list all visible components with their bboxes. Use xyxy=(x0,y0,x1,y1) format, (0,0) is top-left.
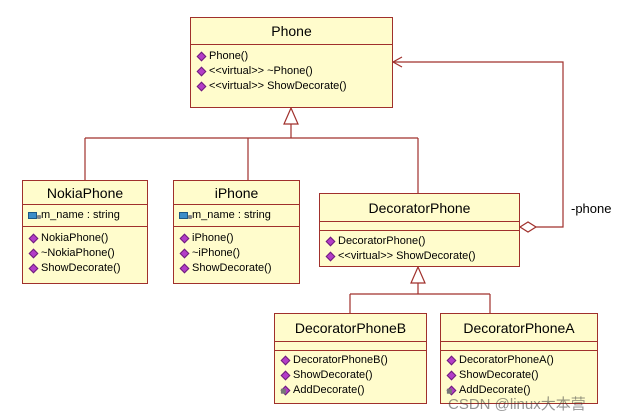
class-decoratorphone-attributes xyxy=(320,222,519,231)
class-decoratorphonea[interactable]: DecoratorPhoneA DecoratorPhoneA() ShowDe… xyxy=(440,313,598,404)
operation-row: ShowDecorate() xyxy=(178,261,295,276)
public-operation-icon xyxy=(446,370,457,381)
public-operation-icon xyxy=(179,248,190,259)
class-phone-operations: Phone() <<virtual>> ~Phone() <<virtual>>… xyxy=(191,45,392,98)
phone-generalization-arrow xyxy=(283,106,299,125)
class-nokiaphone-name: NokiaPhone xyxy=(23,181,147,205)
operation-row: ShowDecorate() xyxy=(445,368,593,383)
class-decoratorphone-name: DecoratorPhone xyxy=(320,194,519,222)
operation-row: DecoratorPhoneB() xyxy=(279,353,422,368)
operation-row: ~NokiaPhone() xyxy=(27,246,143,261)
public-operation-icon xyxy=(280,370,291,381)
class-decoratorphonea-operations: DecoratorPhoneA() ShowDecorate() AddDeco… xyxy=(441,351,597,402)
class-iphone-operations: iPhone() ~iPhone() ShowDecorate() xyxy=(174,227,299,280)
public-operation-icon xyxy=(28,233,39,244)
class-decoratorphoneb-name: DecoratorPhoneB xyxy=(275,314,426,342)
public-operation-icon xyxy=(196,66,207,77)
operation-row: AddDecorate() xyxy=(445,383,593,398)
operation-row: <<virtual>> ShowDecorate() xyxy=(324,249,515,264)
decorator-generalization-arrow xyxy=(410,265,426,284)
attribute-row: m_name : string xyxy=(27,208,143,223)
class-decoratorphonea-name: DecoratorPhoneA xyxy=(441,314,597,342)
class-decoratorphone[interactable]: DecoratorPhone DecoratorPhone() <<virtua… xyxy=(319,193,520,267)
public-operation-icon xyxy=(325,236,336,247)
private-attribute-icon xyxy=(28,212,41,219)
class-decoratorphoneb-operations: DecoratorPhoneB() ShowDecorate() AddDeco… xyxy=(275,351,426,402)
public-operation-icon xyxy=(325,251,336,262)
operation-row: ShowDecorate() xyxy=(27,261,143,276)
attribute-row: m_name : string xyxy=(178,208,295,223)
class-phone[interactable]: Phone Phone() <<virtual>> ~Phone() <<vir… xyxy=(190,17,393,108)
operation-row: <<virtual>> ShowDecorate() xyxy=(195,79,388,94)
class-nokiaphone-attributes: m_name : string xyxy=(23,205,147,227)
operation-row: Phone() xyxy=(195,49,388,64)
class-iphone-name: iPhone xyxy=(174,181,299,205)
operation-row: iPhone() xyxy=(178,231,295,246)
private-attribute-icon xyxy=(179,212,192,219)
class-phone-name: Phone xyxy=(191,18,392,45)
operation-row: ~iPhone() xyxy=(178,246,295,261)
class-decoratorphone-operations: DecoratorPhone() <<virtual>> ShowDecorat… xyxy=(320,231,519,268)
public-operation-icon xyxy=(28,248,39,259)
class-nokiaphone-operations: NokiaPhone() ~NokiaPhone() ShowDecorate(… xyxy=(23,227,147,280)
operation-row: <<virtual>> ~Phone() xyxy=(195,64,388,79)
class-decoratorphoneb[interactable]: DecoratorPhoneB DecoratorPhoneB() ShowDe… xyxy=(274,313,427,404)
public-operation-icon xyxy=(179,263,190,274)
aggregation-arrowhead xyxy=(391,56,403,68)
public-operation-icon xyxy=(196,81,207,92)
aggregation-diamond xyxy=(518,221,538,233)
class-iphone-attributes: m_name : string xyxy=(174,205,299,227)
public-operation-icon xyxy=(280,355,291,366)
operation-row: DecoratorPhone() xyxy=(324,234,515,249)
public-operation-icon xyxy=(446,355,457,366)
operation-row: NokiaPhone() xyxy=(27,231,143,246)
protected-operation-icon xyxy=(280,385,291,396)
class-nokiaphone[interactable]: NokiaPhone m_name : string NokiaPhone() … xyxy=(22,180,148,284)
operation-row: ShowDecorate() xyxy=(279,368,422,383)
association-role-label: -phone xyxy=(571,201,612,216)
operation-row: DecoratorPhoneA() xyxy=(445,353,593,368)
public-operation-icon xyxy=(28,263,39,274)
class-decoratorphoneb-attributes xyxy=(275,342,426,351)
watermark: CSDN @linux大本营 xyxy=(448,396,586,413)
class-iphone[interactable]: iPhone m_name : string iPhone() ~iPhone(… xyxy=(173,180,300,284)
public-operation-icon xyxy=(179,233,190,244)
class-decoratorphonea-attributes xyxy=(441,342,597,351)
public-operation-icon xyxy=(196,51,207,62)
operation-row: AddDecorate() xyxy=(279,383,422,398)
phone-aggregation-line xyxy=(393,61,564,228)
